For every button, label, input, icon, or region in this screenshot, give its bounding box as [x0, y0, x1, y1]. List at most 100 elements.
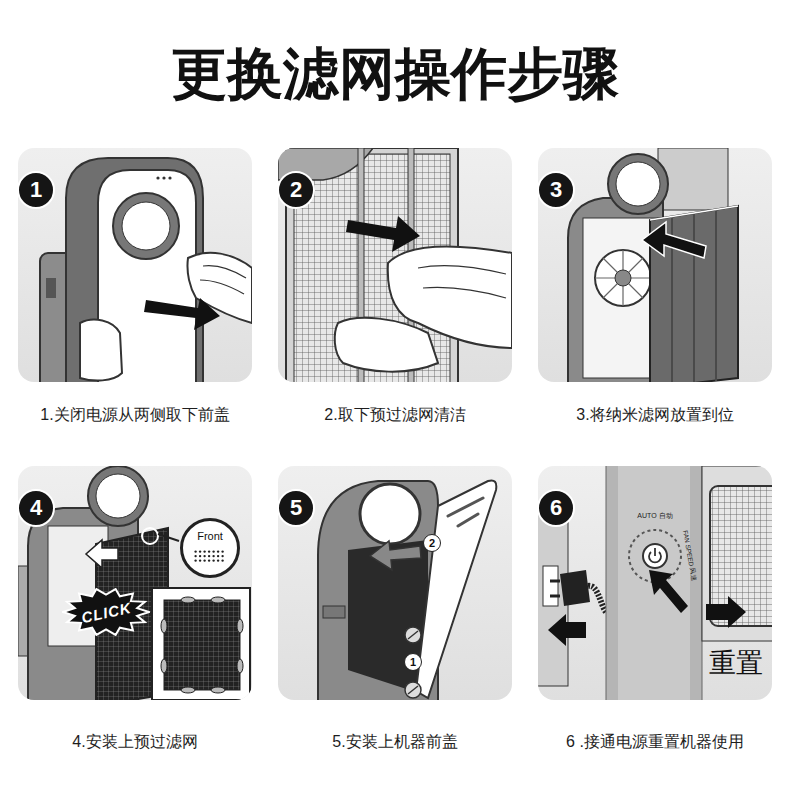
burst-shape [63, 589, 149, 635]
grille-frame [702, 466, 772, 641]
dot [217, 550, 219, 552]
dot [221, 559, 223, 561]
dot [199, 559, 201, 561]
finger-lines [200, 266, 246, 294]
fan-blades [595, 250, 651, 306]
purifier-figure [318, 480, 496, 700]
step-panel-art [18, 466, 252, 716]
side-vent [323, 606, 345, 618]
dot [203, 550, 205, 552]
window [96, 474, 140, 518]
detail-callout: Front [180, 518, 240, 578]
dot-pattern [183, 521, 237, 575]
clip [237, 619, 243, 633]
dot [217, 555, 219, 557]
indicator-dot [162, 176, 165, 179]
step-panel-art [18, 148, 252, 403]
clip [211, 597, 225, 603]
panel-ground [278, 466, 512, 700]
node-text: 1 [30, 179, 42, 201]
dot [212, 555, 214, 557]
step-number: 5 [277, 489, 315, 527]
dot [212, 550, 214, 552]
node-text: 1.关闭电源从两侧取下前盖 [40, 406, 229, 423]
clip [181, 687, 195, 693]
dot [203, 555, 205, 557]
hinge-slot [408, 631, 418, 639]
dot [221, 555, 223, 557]
move-arrow [144, 298, 220, 330]
step-panel: 1.关闭电源从两侧取下前盖1 [18, 148, 252, 382]
move-arrow [370, 541, 421, 570]
step-number: 6 [537, 489, 575, 527]
cord [588, 586, 606, 612]
purifier-figure [18, 466, 250, 700]
callout-number: 1 [404, 653, 422, 671]
dot [203, 559, 205, 561]
node-text: 3.将纳米滤网放置到位 [576, 406, 733, 423]
step-panel-art [278, 466, 512, 716]
move-arrow [548, 614, 586, 646]
dot [217, 559, 219, 561]
node-text: 6 [550, 497, 562, 519]
plug-prongs [550, 581, 560, 596]
filter-pleats [672, 210, 716, 382]
control-face [618, 466, 690, 700]
hand [335, 318, 438, 372]
step-panel-art [533, 461, 790, 706]
node-text: 3 [550, 179, 562, 201]
fan [595, 250, 651, 306]
node-text: 2 [290, 179, 302, 201]
dot [194, 550, 196, 552]
clip [181, 597, 195, 603]
hinge [405, 627, 421, 643]
indicator-dot [156, 176, 159, 179]
step-panel-art [538, 148, 772, 398]
node-text: 5 [290, 497, 302, 519]
front-cover [416, 480, 496, 698]
purifier-body [318, 481, 438, 700]
socket-face [543, 566, 558, 606]
detail-ring [142, 528, 158, 544]
callout-number: 2 [423, 534, 441, 552]
cover-handle [448, 498, 483, 526]
power-symbol [649, 548, 661, 562]
purifier-body [568, 198, 663, 382]
power-button [643, 544, 667, 568]
dot [199, 550, 201, 552]
node-text: 2.取下预过滤网清洁 [324, 406, 465, 423]
move-arrow [346, 216, 420, 252]
node-text: 4 [30, 497, 42, 519]
window [360, 484, 420, 544]
inset-frame [152, 588, 250, 700]
dot [199, 555, 201, 557]
press-arrow [649, 570, 688, 613]
figure-label: AUTO 自动 [637, 512, 672, 520]
step-panel-art [278, 148, 512, 388]
caption-row: 3.将纳米滤网放置到位 [526, 404, 784, 426]
caption-row: 6 .接通电源重置机器使用 [526, 731, 784, 753]
fan-hub [615, 270, 631, 286]
caption-row: 4.安装上预过滤网 [6, 731, 264, 753]
dot [194, 559, 196, 561]
purifier-figure [568, 148, 738, 382]
side-vent [46, 278, 56, 298]
step-panel: 2.取下预过滤网清洁2 [278, 148, 512, 382]
clip [161, 659, 167, 673]
caption-row: 2.取下预过滤网清洁 [266, 404, 524, 426]
window-ring [608, 154, 668, 214]
purifier-figure [40, 158, 252, 382]
click-burst: CLICK [62, 588, 150, 636]
dot [194, 555, 196, 557]
window [616, 162, 660, 206]
caption-row: 5.安装上机器前盖 [266, 731, 524, 753]
plug [560, 570, 590, 606]
hinge-slot [408, 686, 418, 694]
leader-line [158, 534, 179, 541]
figure-label: 重置 [709, 649, 763, 679]
node-text: 4.安装上预过滤网 [72, 733, 197, 750]
move-arrow [86, 540, 118, 568]
node-text: 6 .接通电源重置机器使用 [566, 733, 744, 750]
